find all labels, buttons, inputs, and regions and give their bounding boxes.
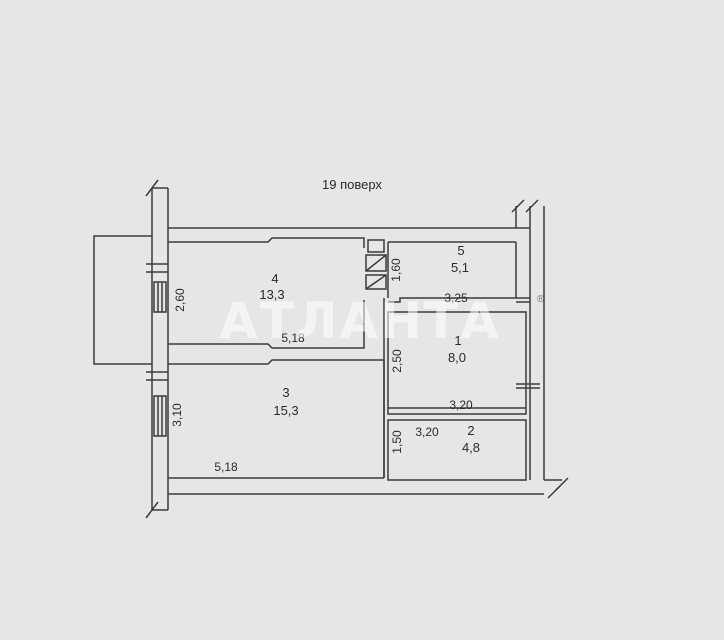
watermark-logo: АТЛАНТА	[219, 292, 501, 350]
room-2-width-dim: 3,20	[415, 425, 439, 439]
floor-label: 19 поверх	[322, 177, 382, 192]
room-1-area: 8,0	[448, 350, 466, 365]
room-2-height-dim: 1,50	[390, 430, 404, 454]
room-1-height-dim: 2,50	[390, 349, 404, 373]
room-3-number: 3	[282, 385, 289, 400]
shaft-1	[367, 239, 385, 253]
room-3-area: 15,3	[273, 403, 298, 418]
walls	[93, 179, 569, 519]
room-1-width-dim: 3,20	[449, 398, 473, 412]
room-5-number: 5	[457, 243, 464, 258]
balcony-outline	[93, 235, 152, 365]
room-4-bottom-wall	[168, 300, 365, 349]
room-5-wall	[388, 242, 517, 303]
room-4-number: 4	[271, 271, 278, 286]
window-room-3	[153, 395, 167, 437]
room-4-area: 13,3	[259, 287, 284, 302]
room-5-height-dim: 1,60	[389, 258, 403, 282]
top-wall-inner	[168, 237, 365, 248]
room-5-width-dim: 3,25	[444, 291, 468, 305]
room-3-height-dim: 3,10	[170, 403, 184, 427]
room-2-wall	[387, 419, 527, 481]
room-2-area: 4,8	[462, 440, 480, 455]
shaft-2	[365, 254, 387, 272]
shaft-3	[365, 274, 387, 290]
room-4-width-dim: 5,18	[281, 331, 305, 345]
room-5-area: 5,1	[451, 260, 469, 275]
room-4-height-dim: 2,60	[173, 288, 187, 312]
room-1-wall	[387, 311, 527, 415]
watermark-registered-mark: ®	[537, 294, 545, 305]
window-room-4	[153, 281, 167, 313]
room-1-number: 1	[454, 333, 461, 348]
room-3-width-dim: 5,18	[214, 460, 238, 474]
room-2-number: 2	[467, 423, 474, 438]
